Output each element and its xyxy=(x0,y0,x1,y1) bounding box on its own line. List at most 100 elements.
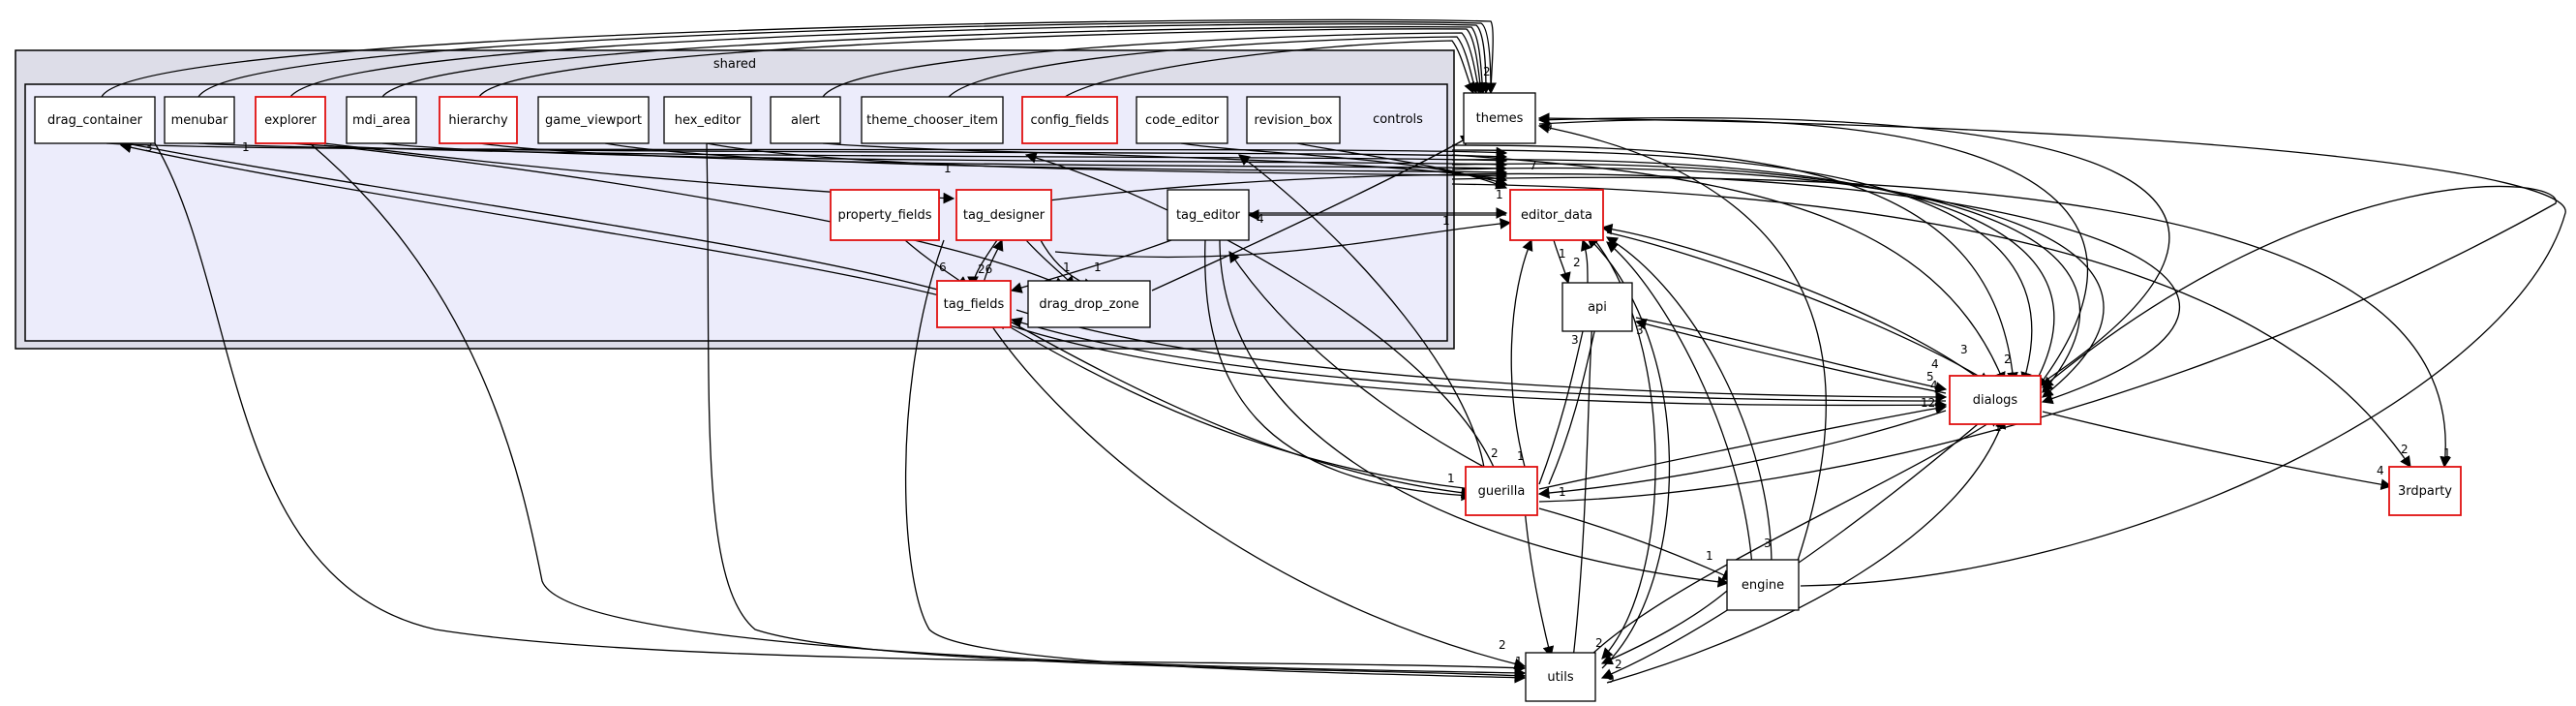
edge xyxy=(323,144,1067,288)
node-alert[interactable]: alert xyxy=(770,96,841,144)
node-label: hex_editor xyxy=(675,113,742,128)
edge xyxy=(1572,318,1598,660)
node-themes[interactable]: themes xyxy=(1463,92,1536,144)
node-label: explorer xyxy=(264,113,317,128)
edge-label: 1 xyxy=(1517,449,1525,463)
edge xyxy=(154,142,1527,674)
edge-label: 4 xyxy=(1930,379,1938,392)
edge-config-fields-themes xyxy=(1064,40,1475,98)
edge xyxy=(1553,239,1571,285)
edge-label: 1 xyxy=(242,140,250,154)
node-label: hierarchy xyxy=(448,113,508,128)
edges xyxy=(101,18,2566,684)
edge xyxy=(1296,142,1508,190)
edge xyxy=(1606,416,2007,684)
edge xyxy=(904,239,1527,684)
node-tag-designer[interactable]: tag_designer xyxy=(955,189,1052,241)
edge xyxy=(1451,163,2081,393)
edge xyxy=(1538,318,1589,485)
edge-label: 3 xyxy=(1636,323,1644,337)
node-hex-editor[interactable]: hex_editor xyxy=(663,96,752,144)
node-game-viewport[interactable]: game_viewport xyxy=(537,96,650,144)
node-tag-editor[interactable]: tag_editor xyxy=(1167,189,1250,241)
node-explorer[interactable]: explorer xyxy=(255,96,326,144)
cluster-shared-label: shared xyxy=(713,57,756,72)
edge-label: 3 xyxy=(1764,537,1772,550)
edge xyxy=(1024,152,1501,485)
node-label: alert xyxy=(791,113,820,128)
node-property-fields[interactable]: property_fields xyxy=(830,189,940,241)
edge xyxy=(1015,309,1948,403)
edge xyxy=(1010,239,1172,293)
edge xyxy=(309,142,1527,679)
edge xyxy=(1010,317,1947,402)
edge xyxy=(604,142,1508,178)
node-hierarchy[interactable]: hierarchy xyxy=(439,96,518,144)
edge-label: 4 xyxy=(2377,464,2384,477)
edge-label: 3 xyxy=(1571,333,1579,347)
node-label: game_viewport xyxy=(545,113,642,128)
node-label: revision_box xyxy=(1255,113,1333,128)
edge xyxy=(1451,154,2006,384)
edge-label: 12 xyxy=(1921,396,1935,410)
edge-label: 2 xyxy=(2401,443,2409,456)
node-theme-chooser-item[interactable]: theme_chooser_item xyxy=(861,96,1004,144)
node-api[interactable]: api xyxy=(1561,282,1633,332)
node-label: utils xyxy=(1547,670,1574,685)
edge-label: 9 xyxy=(1607,672,1615,686)
edge xyxy=(125,142,960,298)
edge-label: 6 xyxy=(939,261,947,274)
edge-label: 7 xyxy=(1530,159,1537,172)
edge-label: 3 xyxy=(1960,343,1968,356)
edge xyxy=(1606,241,1753,568)
node-label: drag_container xyxy=(47,113,143,128)
node-label: editor_data xyxy=(1521,208,1592,223)
edge xyxy=(289,142,1508,167)
edge-label: 1 xyxy=(1447,472,1455,485)
node-label: tag_designer xyxy=(963,208,1046,223)
cluster-controls-label: controls xyxy=(1373,112,1423,127)
node-editor-data[interactable]: editor_data xyxy=(1509,189,1604,241)
edge-label: 9 xyxy=(1545,120,1553,134)
edge xyxy=(1006,323,1948,411)
node-label: tag_editor xyxy=(1176,208,1241,223)
node-label: guerilla xyxy=(1478,484,1526,499)
node-label: 3rdparty xyxy=(2398,484,2452,499)
node-guerilla[interactable]: guerilla xyxy=(1465,466,1538,516)
node-drag-drop-zone[interactable]: drag_drop_zone xyxy=(1027,280,1151,328)
edge-mdi-area-themes xyxy=(381,25,1488,98)
node-menubar[interactable]: menubar xyxy=(164,96,235,144)
edge xyxy=(1581,238,1592,284)
edge-label: 2 xyxy=(1499,638,1506,652)
node-label: api xyxy=(1588,300,1607,315)
edge-label: 1 xyxy=(1515,655,1523,668)
node-3rdparty[interactable]: 3rdparty xyxy=(2388,466,2462,516)
node-code-editor[interactable]: code_editor xyxy=(1136,96,1228,144)
node-config-fields[interactable]: config_fields xyxy=(1021,96,1118,144)
edge-drag-container-themes xyxy=(101,18,1497,98)
edge xyxy=(1606,231,1990,384)
node-tag-fields[interactable]: tag_fields xyxy=(936,280,1012,328)
edge-label: 1 xyxy=(1063,261,1071,274)
edge xyxy=(381,142,1508,170)
edge xyxy=(2042,411,2393,490)
node-drag-container[interactable]: drag_container xyxy=(34,96,156,144)
edge-label: 1 xyxy=(2443,446,2451,460)
node-label: dialogs xyxy=(1973,393,2018,408)
node-label: property_fields xyxy=(838,208,932,223)
edge xyxy=(822,142,1508,185)
edge-labels: 2 3 1 9 6 5 7 1 4 1 1 2 6 26 1 1 1 1 5 4… xyxy=(145,65,2451,686)
edge xyxy=(1538,507,1735,581)
node-dialogs[interactable]: dialogs xyxy=(1949,375,2042,425)
node-revision-box[interactable]: revision_box xyxy=(1246,96,1341,144)
edge-menubar-themes xyxy=(197,21,1497,98)
edge xyxy=(986,319,1527,670)
node-engine[interactable]: engine xyxy=(1726,559,1800,611)
node-utils[interactable]: utils xyxy=(1525,652,1596,702)
node-mdi-area[interactable]: mdi_area xyxy=(346,96,417,144)
edge xyxy=(1600,585,1734,665)
edge xyxy=(1635,317,1948,393)
node-label: tag_fields xyxy=(944,297,1005,312)
nodes: drag_container menubar explorer mdi_area… xyxy=(34,92,2462,702)
